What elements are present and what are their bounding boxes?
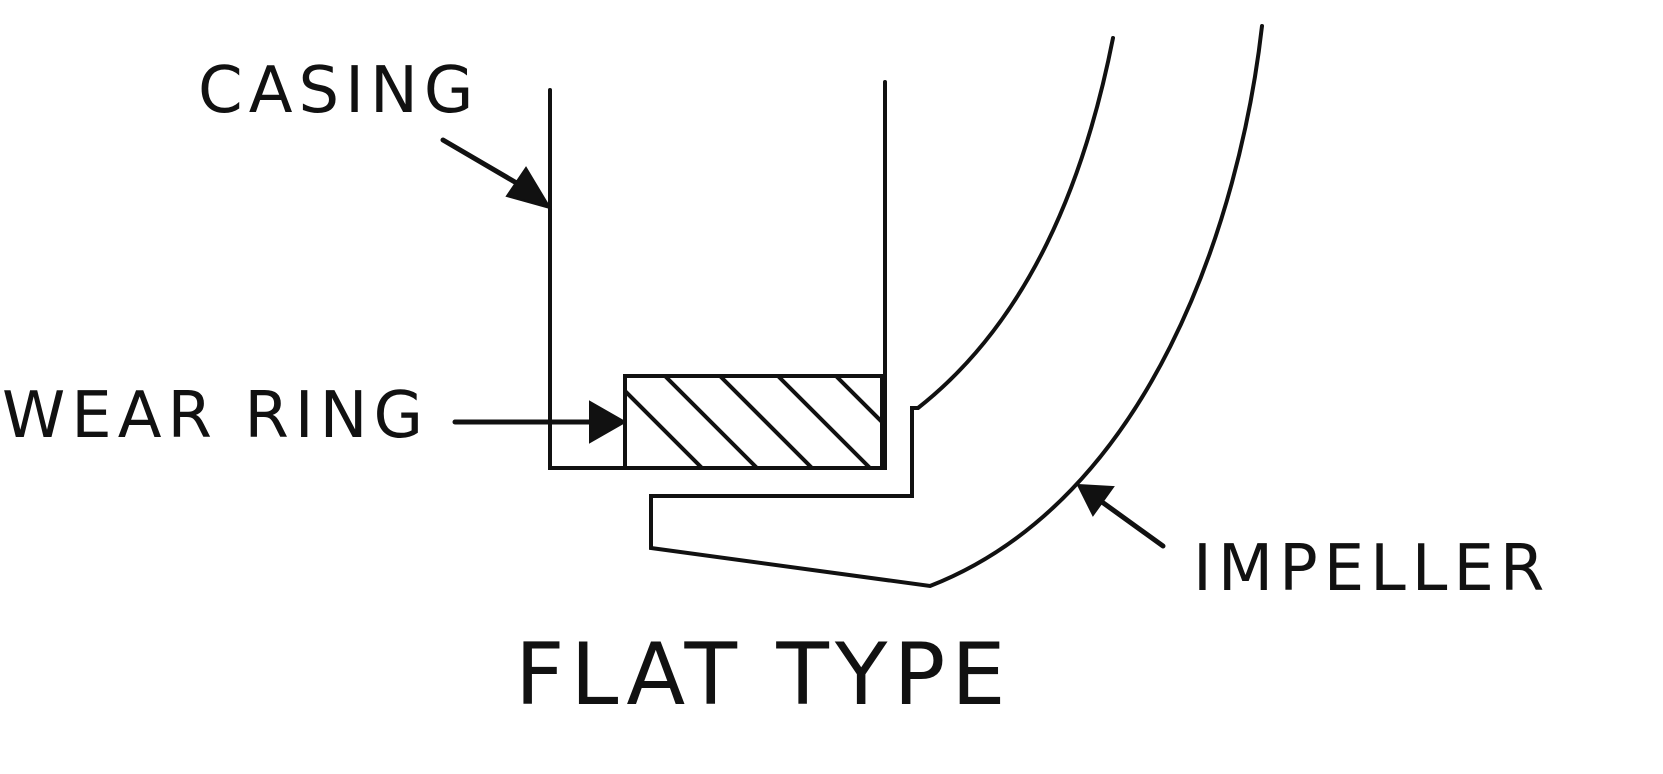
wear-ring-arrow (452, 400, 628, 444)
wear-ring-hatching (625, 376, 882, 468)
diagram-caption: FLAT TYPE (515, 625, 1012, 725)
impeller-arrow (1076, 483, 1166, 549)
wear-ring-outline (623, 374, 884, 470)
impeller-outline (649, 24, 1264, 589)
wear-ring-label: WEAR RING (2, 379, 429, 453)
casing-label: CASING (198, 54, 479, 128)
wear-ring (623, 374, 884, 470)
impeller-label: IMPELLER (1193, 532, 1550, 606)
casing-arrow (440, 137, 553, 210)
